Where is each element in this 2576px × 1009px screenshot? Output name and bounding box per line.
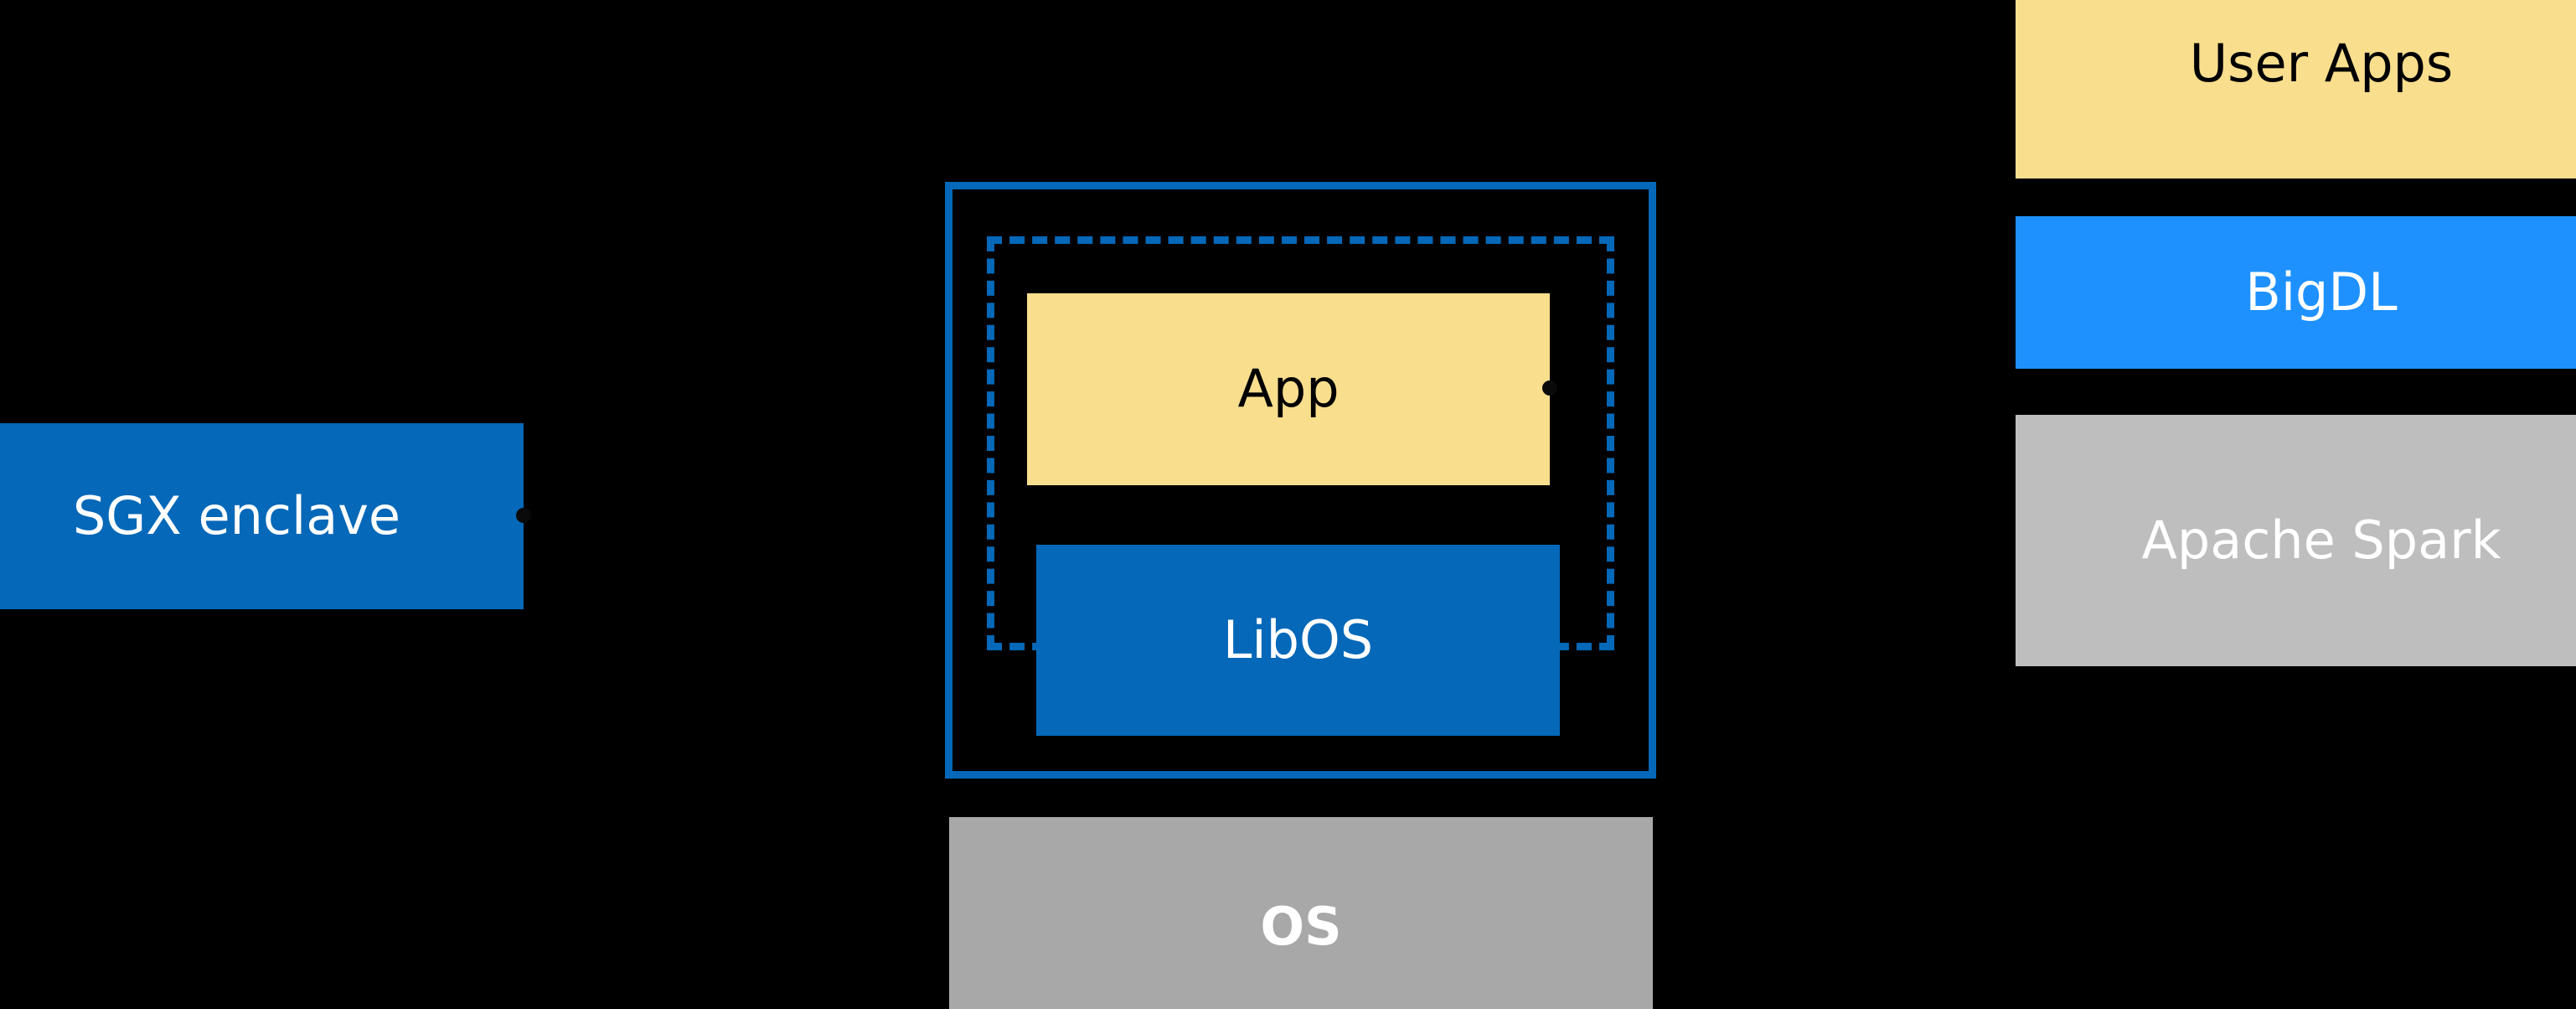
user-apps-label: User Apps [2189,33,2454,95]
apache-spark-label: Apache Spark [2141,509,2501,571]
sgx-enclave-label: SGX enclave [72,484,401,546]
app-box[interactable]: App [1027,293,1550,485]
user-apps-box[interactable]: User Apps [2016,0,2576,179]
sgx-connector-dot [516,508,531,523]
os-label: OS [1260,895,1342,957]
libos-label: LibOS [1222,608,1374,670]
bigdl-label: BigDL [2245,261,2398,323]
bigdl-box[interactable]: BigDL [2016,216,2576,369]
enclave-outer-boundary [945,182,1656,779]
os-box[interactable]: OS [949,817,1653,1009]
app-connector-dot [1542,380,1557,396]
apache-spark-box[interactable]: Apache Spark [2016,415,2576,666]
app-label: App [1237,358,1340,420]
libos-box[interactable]: LibOS [1036,545,1560,736]
sgx-enclave-box[interactable]: SGX enclave [0,423,524,609]
